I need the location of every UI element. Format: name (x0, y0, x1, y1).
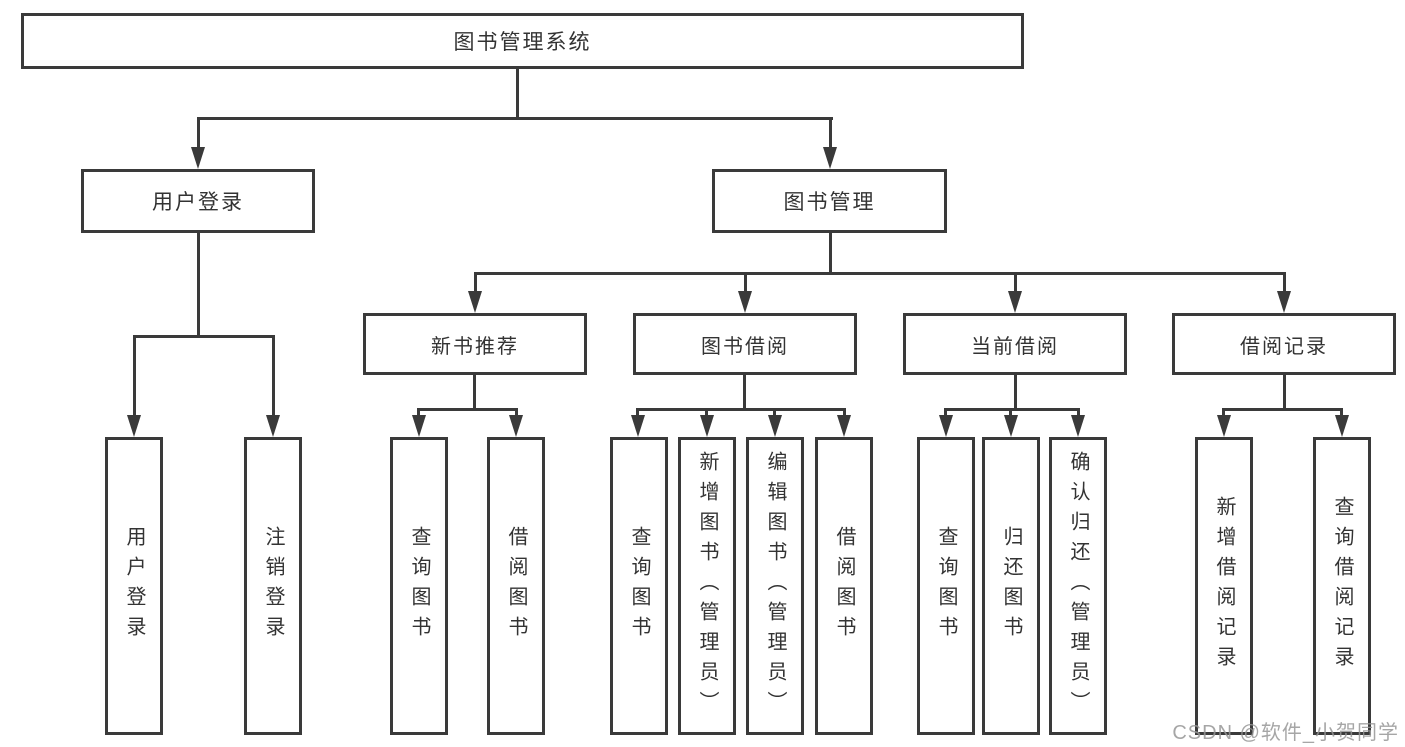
node-book-management: 图书管理 (712, 169, 947, 233)
arrowhead (631, 415, 645, 437)
leaf-label: 确认归还（管理员） (1067, 451, 1089, 721)
connector-line (197, 233, 200, 338)
node-current-borrowing: 当前借阅 (903, 313, 1127, 375)
connector-line (515, 408, 518, 420)
leaf-return-book: 归还图书 (982, 437, 1040, 735)
connector-line (705, 408, 708, 420)
connector-line (1222, 408, 1225, 420)
connector-line (843, 408, 846, 420)
connector-line (773, 408, 776, 420)
leaf-add-borrow-record: 新增借阅记录 (1195, 437, 1253, 735)
arrowhead (468, 291, 482, 313)
leaf-query-borrow-record: 查询借阅记录 (1313, 437, 1371, 735)
connector-line (944, 408, 1080, 411)
leaf-label: 新增借阅记录 (1213, 496, 1235, 676)
csdn-watermark: CSDN @软件_小贺同学 (1172, 722, 1399, 744)
leaf-borrow-books-2: 借阅图书 (815, 437, 873, 735)
connector-line (1340, 408, 1343, 420)
arrowhead (191, 147, 205, 169)
arrowhead (412, 415, 426, 437)
leaf-logout: 注销登录 (244, 437, 302, 735)
node-new-book-recommend: 新书推荐 (363, 313, 587, 375)
connector-line (417, 408, 518, 411)
arrowhead (1004, 415, 1018, 437)
leaf-label: 查询借阅记录 (1331, 496, 1353, 676)
leaf-label: 查询图书 (628, 526, 650, 646)
leaf-query-books-2: 查询图书 (610, 437, 668, 735)
arrowhead (1217, 415, 1231, 437)
connector-line (744, 272, 747, 297)
leaf-label: 查询图书 (935, 526, 957, 646)
connector-line (636, 408, 639, 420)
leaf-label: 编辑图书（管理员） (764, 451, 786, 721)
arrowhead (823, 147, 837, 169)
arrowhead (738, 291, 752, 313)
arrowhead (700, 415, 714, 437)
arrowhead (1335, 415, 1349, 437)
connector-line (474, 272, 1286, 275)
connector-line (1014, 375, 1017, 411)
leaf-add-book-admin: 新增图书（管理员） (678, 437, 736, 735)
leaf-label: 归还图书 (1000, 526, 1022, 646)
connector-line (829, 233, 832, 275)
node-book-borrowing: 图书借阅 (633, 313, 857, 375)
connector-line (1283, 272, 1286, 297)
connector-line (197, 117, 200, 151)
leaf-label: 新增图书（管理员） (696, 451, 718, 721)
connector-line (1077, 408, 1080, 420)
leaf-label: 借阅图书 (505, 526, 527, 646)
arrowhead (127, 415, 141, 437)
connector-line (743, 375, 746, 411)
leaf-user-login: 用户登录 (105, 437, 163, 735)
connector-line (636, 408, 846, 411)
leaf-label: 用户登录 (123, 526, 145, 646)
leaf-query-books-1: 查询图书 (390, 437, 448, 735)
arrowhead (1277, 291, 1291, 313)
connector-line (197, 117, 833, 120)
connector-line (417, 408, 420, 420)
leaf-label: 借阅图书 (833, 526, 855, 646)
node-borrowing-records: 借阅记录 (1172, 313, 1396, 375)
connector-line (1222, 408, 1343, 411)
node-user-login: 用户登录 (81, 169, 315, 233)
arrowhead (1008, 291, 1022, 313)
leaf-query-books-3: 查询图书 (917, 437, 975, 735)
leaf-label: 查询图书 (408, 526, 430, 646)
connector-line (133, 335, 274, 338)
arrowhead (509, 415, 523, 437)
leaf-edit-book-admin: 编辑图书（管理员） (746, 437, 804, 735)
arrowhead (1071, 415, 1085, 437)
connector-line (474, 272, 477, 297)
connector-line (1014, 272, 1017, 297)
arrowhead (266, 415, 280, 437)
connector-line (1283, 375, 1286, 411)
node-library-system: 图书管理系统 (21, 13, 1024, 69)
leaf-confirm-return-admin: 确认归还（管理员） (1049, 437, 1107, 735)
arrowhead (939, 415, 953, 437)
arrowhead (837, 415, 851, 437)
connector-line (516, 69, 519, 120)
connector-line (272, 335, 275, 419)
leaf-borrow-books-1: 借阅图书 (487, 437, 545, 735)
connector-line (133, 335, 136, 419)
connector-line (1009, 408, 1012, 420)
connector-line (829, 117, 832, 151)
connector-line (473, 375, 476, 411)
arrowhead (768, 415, 782, 437)
connector-line (944, 408, 947, 420)
leaf-label: 注销登录 (262, 526, 284, 646)
